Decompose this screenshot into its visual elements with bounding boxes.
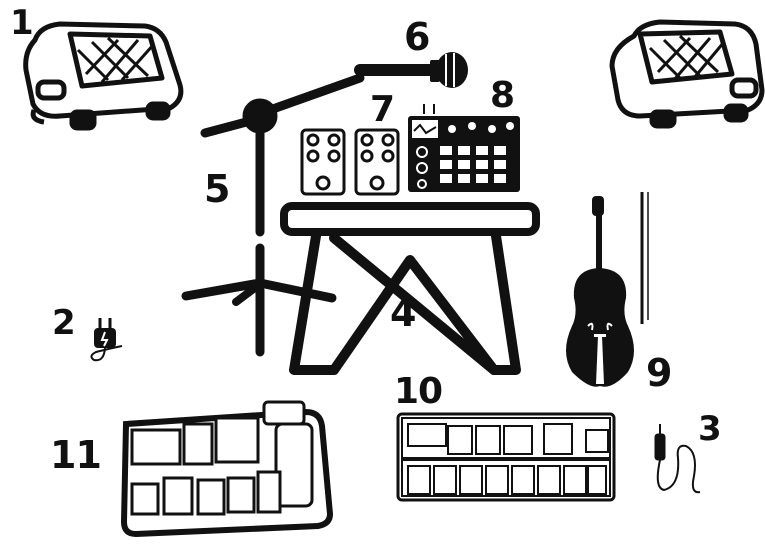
drum-machine-icon [408,104,520,192]
label-11: 11 [50,436,101,474]
stage-monitor-right-icon [612,22,762,126]
stage-monitor-left-icon [26,24,181,128]
label-9: 9 [646,354,671,392]
label-7: 7 [370,92,394,128]
label-3: 3 [698,412,721,446]
label-4: 4 [390,294,415,332]
pedalboard-large-icon [398,414,614,500]
instrument-cable-icon [655,424,700,492]
label-2: 2 [52,306,75,340]
keyboard-stand-icon [284,206,536,370]
label-1: 1 [10,6,33,40]
power-plug-icon [91,318,122,360]
label-10: 10 [394,374,442,410]
microphone-icon [430,52,468,88]
label-5: 5 [204,170,229,208]
pedalboard-small-icon [124,402,330,534]
effect-pedal-left-icon [302,130,344,194]
label-6: 6 [404,18,429,56]
violin-icon [566,192,648,387]
effect-pedal-right-icon [356,130,398,194]
label-8: 8 [490,78,514,114]
